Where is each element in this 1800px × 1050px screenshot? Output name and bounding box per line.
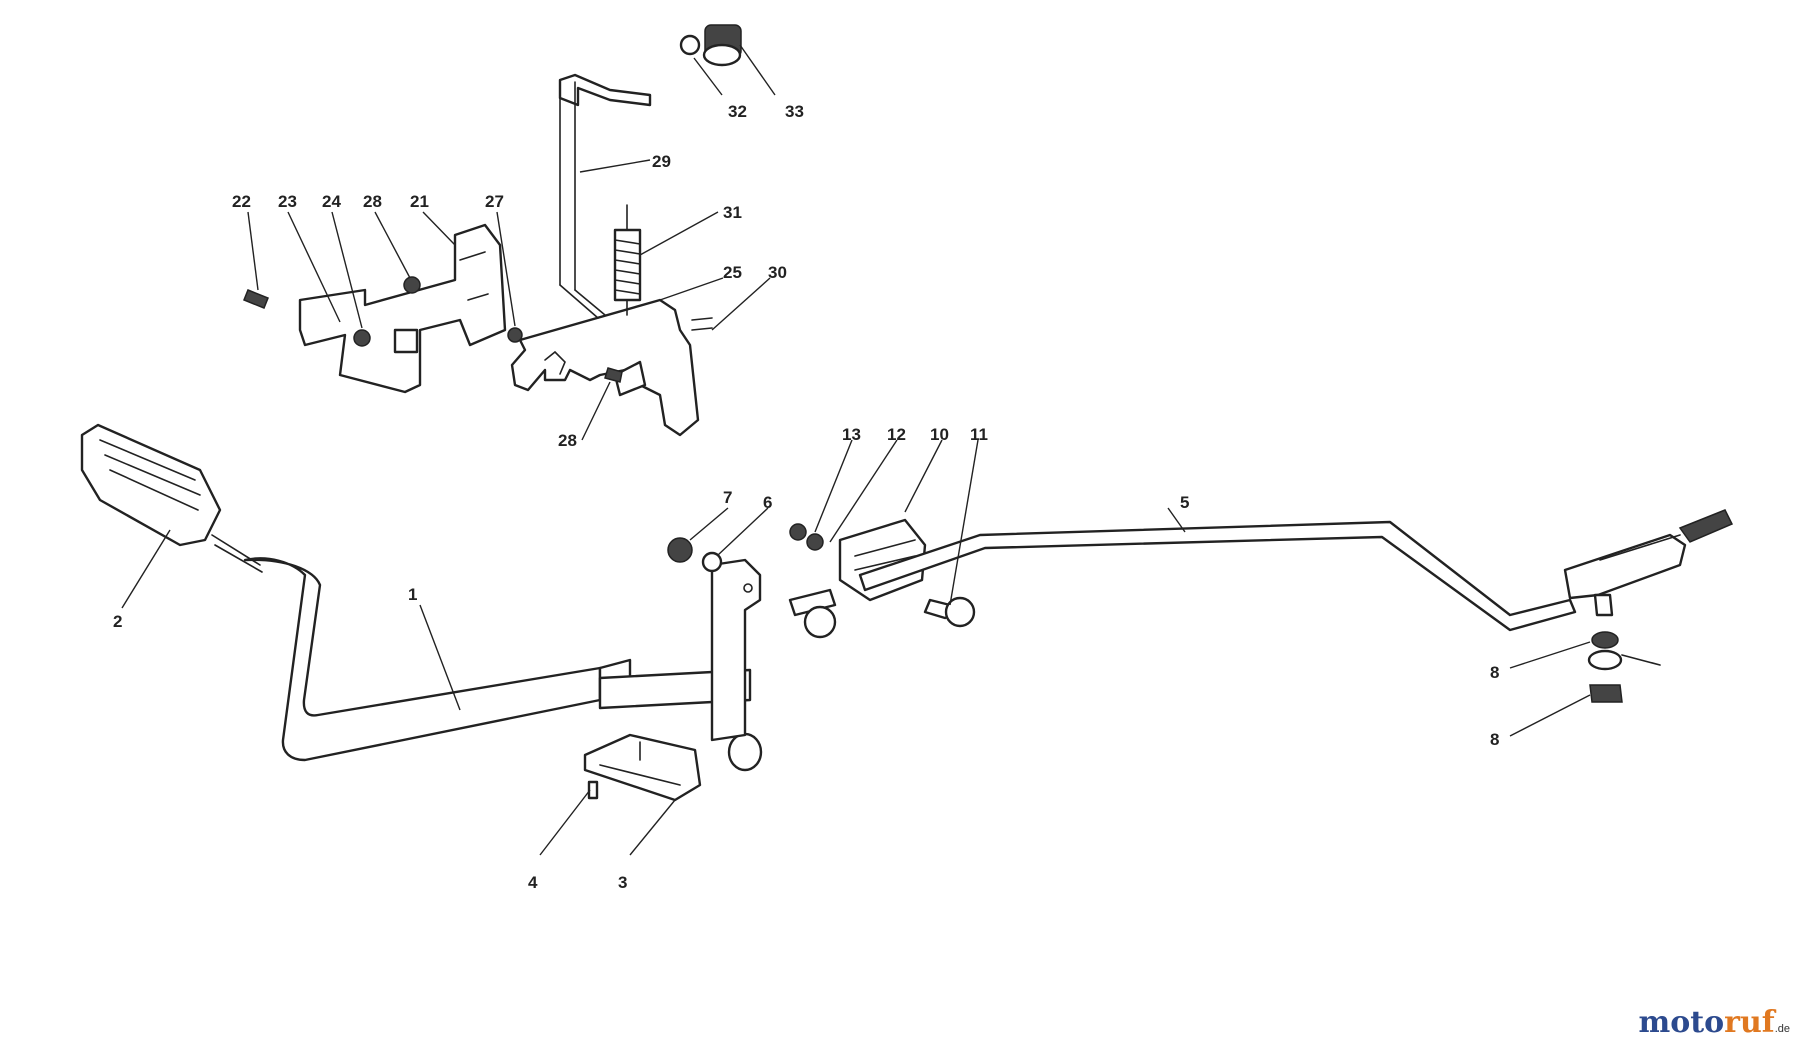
rod	[558, 73, 652, 319]
pedal-pad	[80, 423, 263, 573]
callout-8-upper: 8	[1490, 663, 1499, 682]
callout-22: 22	[232, 192, 251, 211]
watermark-part2: ruf	[1724, 1005, 1775, 1040]
callout-4: 4	[528, 873, 538, 892]
callout-28-lower: 28	[558, 431, 577, 450]
callout-32: 32	[728, 102, 747, 121]
linkage-plate	[507, 298, 713, 437]
callout-31: 31	[723, 203, 742, 222]
watermark-logo: motoruf.de	[1639, 1005, 1790, 1040]
callout-10: 10	[930, 425, 949, 444]
rod-end-block	[1563, 509, 1734, 703]
callout-6: 6	[763, 493, 772, 512]
pedal-arm	[243, 557, 763, 772]
callout-28-top: 28	[363, 192, 382, 211]
nuts	[667, 523, 824, 573]
callout-3: 3	[618, 873, 627, 892]
callout-33: 33	[785, 102, 804, 121]
callout-11: 11	[970, 425, 988, 444]
callout-24: 24	[322, 192, 341, 211]
rod-bracket	[788, 518, 976, 639]
nut-and-cap	[679, 24, 742, 67]
pivot-bracket	[583, 733, 702, 802]
callout-7: 7	[723, 488, 732, 507]
watermark-part1: moto	[1638, 1005, 1725, 1040]
callout-23: 23	[278, 192, 297, 211]
callout-21: 21	[410, 192, 429, 211]
callout-5: 5	[1180, 493, 1189, 512]
callout-1: 1	[408, 585, 417, 604]
callouts: 22 23 24 28 21 27 29 32 33 31 25 30 28 1…	[113, 102, 1499, 892]
callout-25: 25	[723, 263, 742, 282]
callout-8-lower: 8	[1490, 730, 1499, 749]
leader-lines	[121, 44, 1591, 856]
callout-2: 2	[113, 612, 122, 631]
spring	[613, 204, 642, 316]
watermark-tld: .de	[1774, 1023, 1790, 1035]
callout-27: 27	[485, 192, 504, 211]
callout-29: 29	[652, 152, 671, 171]
long-rod	[858, 520, 1577, 632]
upper-bracket	[243, 223, 507, 394]
callout-30: 30	[768, 263, 787, 282]
callout-13: 13	[842, 425, 861, 444]
callout-12: 12	[887, 425, 906, 444]
